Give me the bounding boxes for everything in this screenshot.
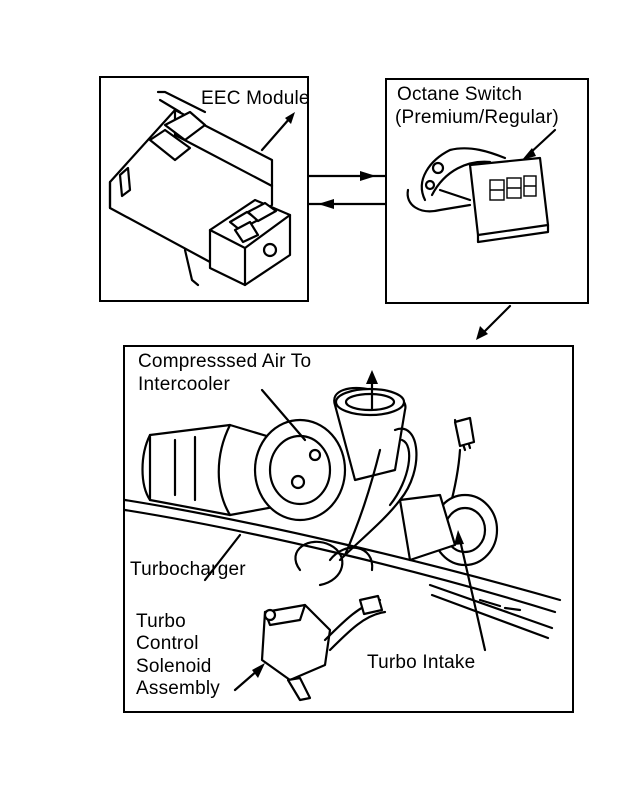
signal-arrows [307,171,387,209]
solenoid-label-line4: Assembly [136,678,220,699]
eec-module-illustration [108,90,295,287]
solenoid-label-line1: Turbo [136,611,186,632]
octane-switch-label-line2: (Premium/Regular) [395,107,559,128]
turbocharger-label: Turbocharger [130,559,246,580]
solenoid-label-line3: Solenoid [136,656,212,677]
solenoid-label-line2: Control [136,633,199,654]
octane-switch-illustration [406,128,557,244]
turbo-intake-label: Turbo Intake [367,652,476,673]
octane-switch-label-line1: Octane Switch [397,84,523,105]
eec-module-label: EEC Module [201,88,310,109]
compressed-air-label-line2: Intercooler [138,374,230,395]
compressed-air-label-line1: Compresssed Air To [138,351,312,372]
turbocharger-illustration [123,370,562,702]
panel-link-arrow [476,304,512,340]
